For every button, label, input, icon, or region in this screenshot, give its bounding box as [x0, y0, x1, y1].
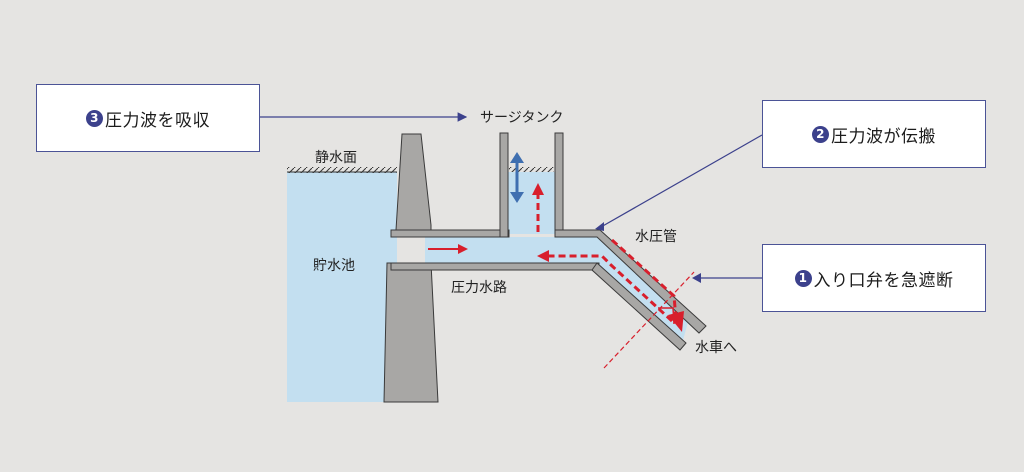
- label-to-turbine: 水車へ: [695, 339, 737, 356]
- headrace-top-wall: [390, 229, 510, 238]
- surge-tank-water: [508, 172, 555, 234]
- callout-1-text: 入り口弁を急遮断: [813, 270, 954, 291]
- flow-arrow: [428, 244, 468, 254]
- surge-tank-right-wall: [554, 132, 564, 231]
- step-3-badge: 3: [86, 109, 103, 127]
- leader-arrow-1: [692, 273, 701, 283]
- step-2-badge: 2: [812, 125, 829, 143]
- step-1-badge: 1: [794, 269, 812, 287]
- label-penstock: 水圧管: [635, 229, 677, 245]
- surge-oscillation-arrow: [510, 152, 524, 203]
- pressure-wave-path: [532, 183, 684, 332]
- leader-line-2: [600, 134, 763, 228]
- label-headrace: 圧力水路: [451, 280, 507, 296]
- valve-cut-line: [603, 271, 695, 369]
- water-surface-hatch: [287, 167, 397, 173]
- surge-tank-left-wall: [499, 132, 509, 238]
- tank-surface-hatch: [509, 167, 554, 173]
- reservoir-water: [287, 172, 397, 402]
- label-reservoir: 貯水池: [313, 258, 355, 274]
- headrace-water: [425, 237, 605, 265]
- headrace-bottom-wall: [390, 262, 600, 271]
- leader-arrow-2: [595, 222, 604, 231]
- callout-pressure-wave-propagates: 2 圧力波が伝搬: [762, 100, 986, 168]
- dam-structure: [393, 133, 432, 238]
- callout-3-text: 圧力波を吸収: [105, 110, 210, 131]
- callout-2-text: 圧力波が伝搬: [831, 126, 936, 147]
- penstock-bottom-wall: [591, 262, 687, 351]
- callout-inlet-valve-shutoff: 1 入り口弁を急遮断: [762, 244, 986, 312]
- dam-foundation: [383, 262, 439, 403]
- penstock-water: [594, 237, 688, 344]
- callout-absorb-pressure-wave: 3 圧力波を吸収: [36, 84, 260, 152]
- label-static-water-level: 静水面: [315, 150, 357, 166]
- label-surge-tank: サージタンク: [480, 110, 563, 126]
